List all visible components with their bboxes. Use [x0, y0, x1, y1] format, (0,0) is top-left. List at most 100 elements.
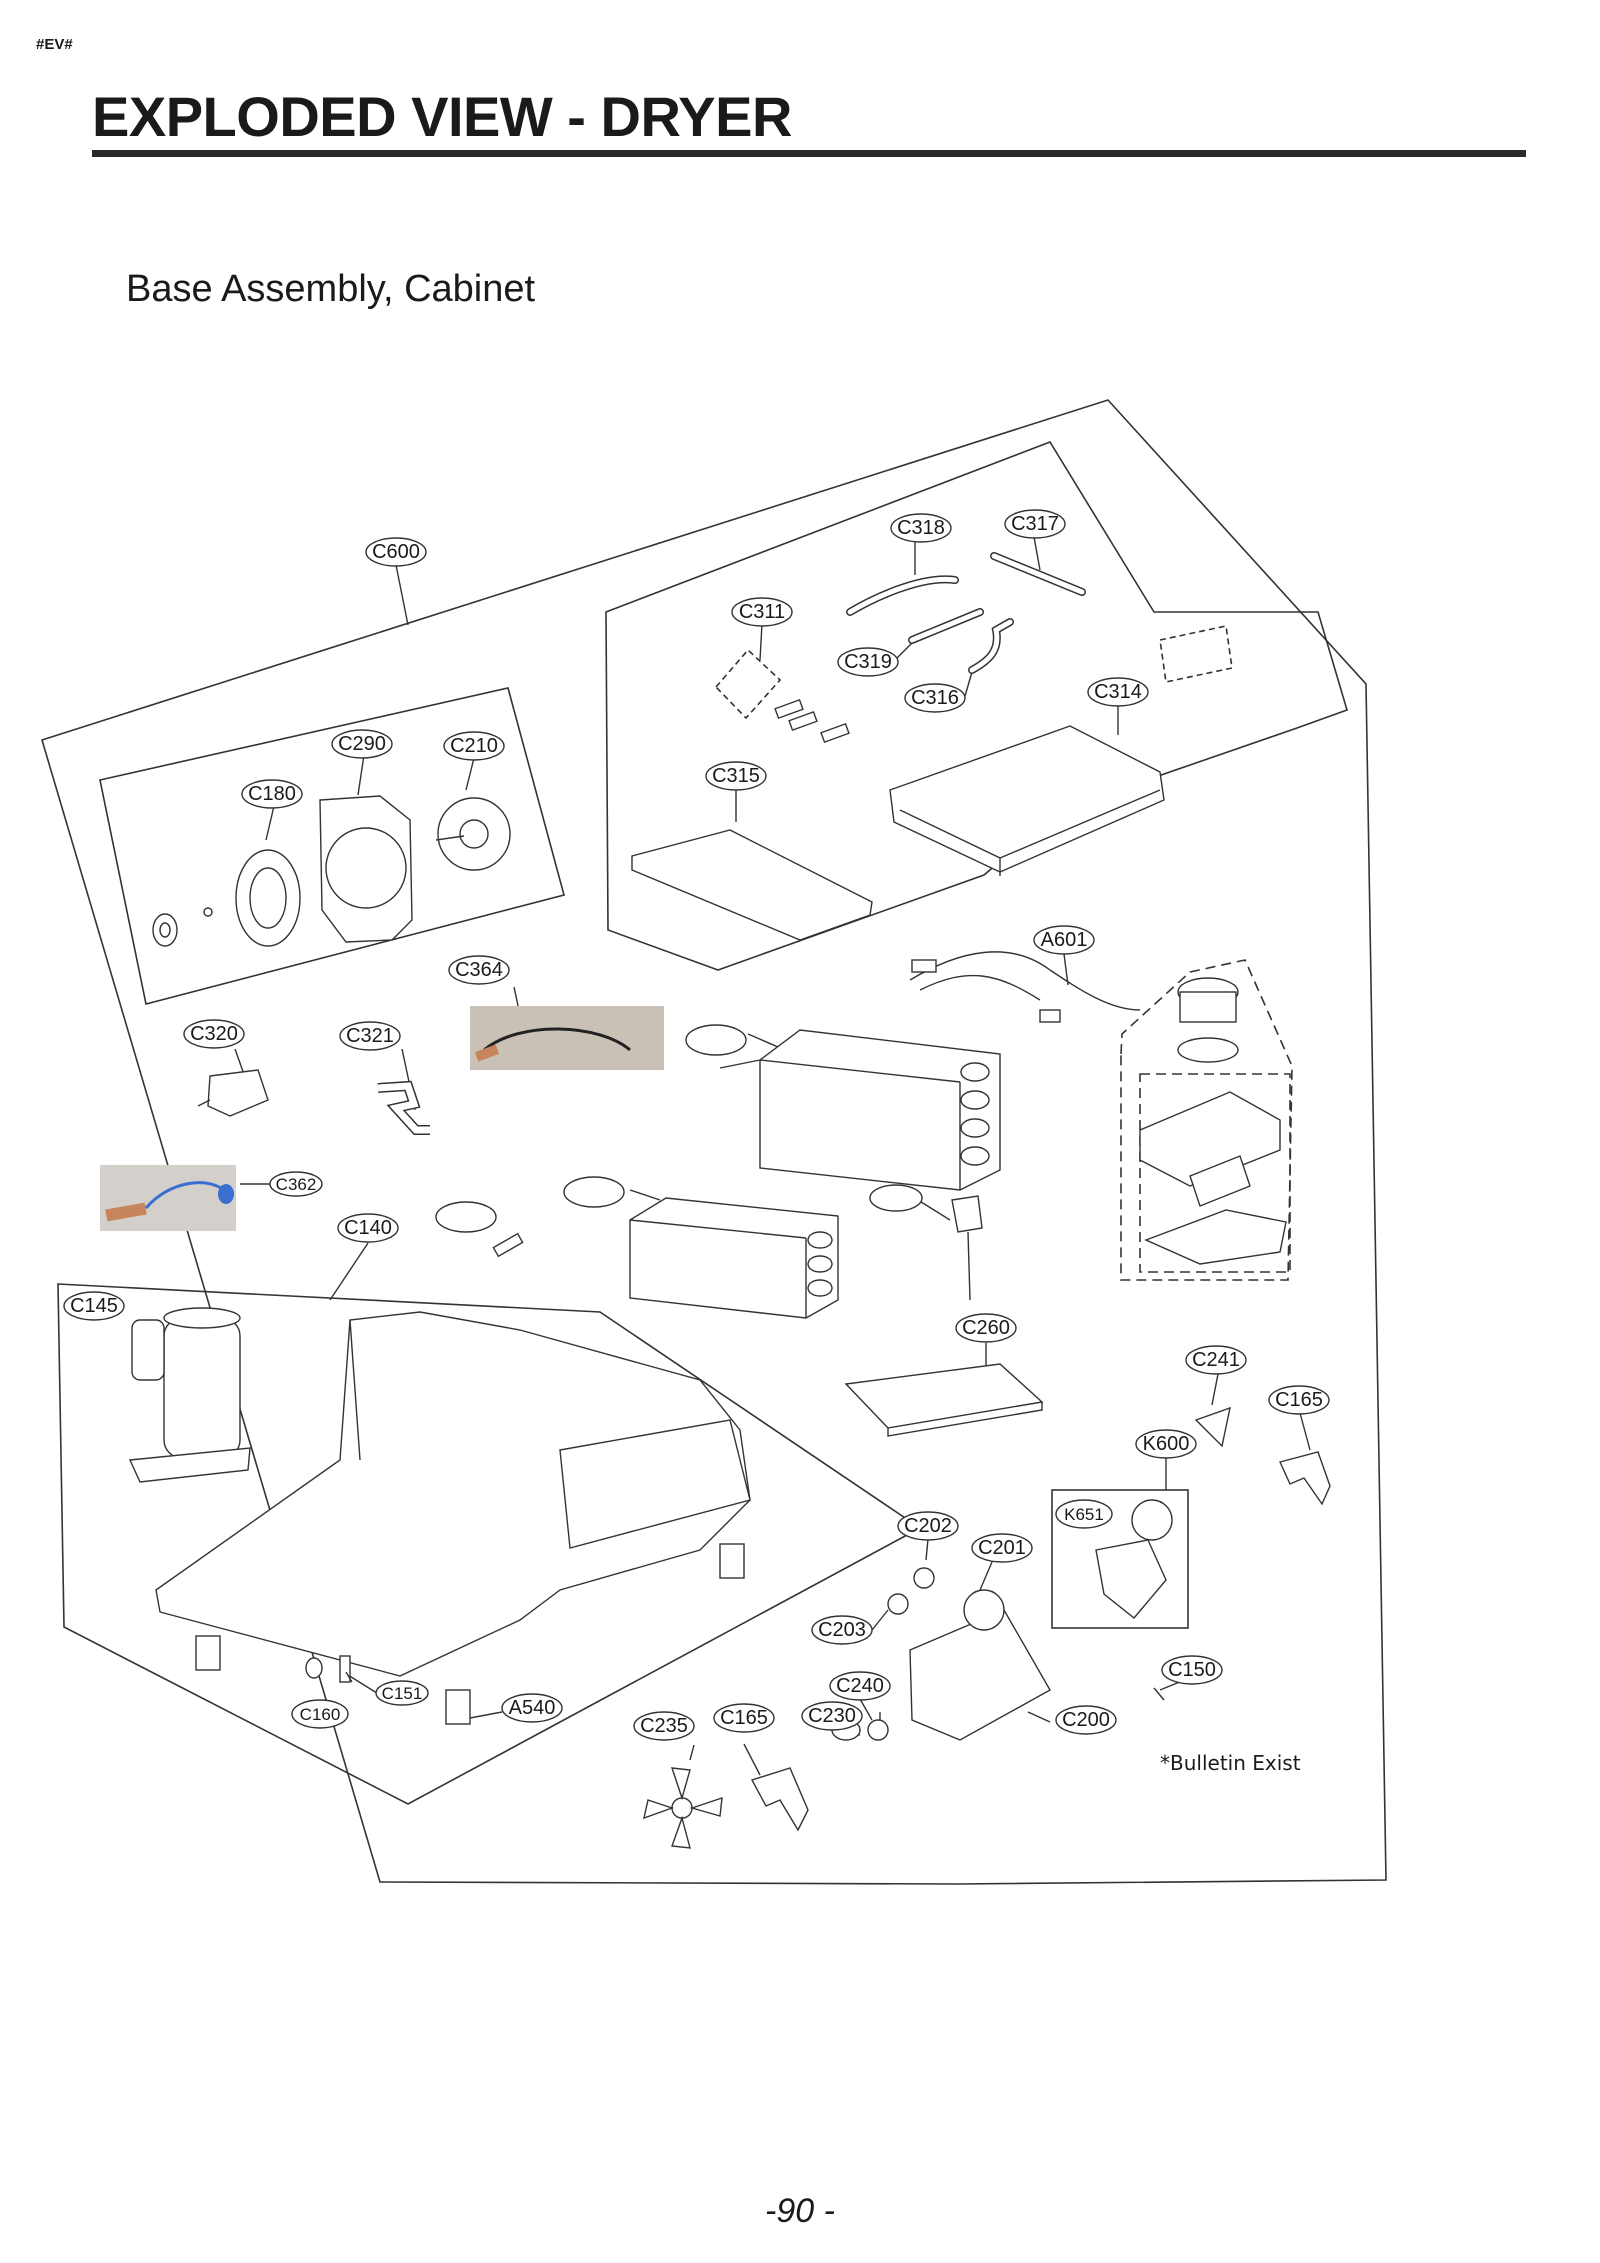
callout-oval	[904, 683, 966, 713]
callout-c314: C314	[1087, 677, 1149, 707]
top-group-boundary	[605, 441, 1348, 971]
callout-oval	[801, 1701, 863, 1731]
callout-c203: C203	[811, 1615, 873, 1645]
title-underline	[92, 150, 1526, 157]
callout-label: C241	[1192, 1349, 1240, 1371]
callout-label: C364	[455, 959, 503, 981]
callout-oval	[955, 1313, 1017, 1343]
bulletin-note: *Bulletin Exist	[1160, 1751, 1301, 1775]
callout-c319: C319	[837, 647, 899, 677]
callout-label: C160	[300, 1705, 341, 1724]
callout-label: C210	[450, 735, 498, 757]
callout-c230: C230	[801, 1701, 863, 1731]
callout-label: C362	[276, 1175, 317, 1194]
k600-box	[1051, 1489, 1189, 1629]
callout-label: C165	[1275, 1389, 1323, 1411]
callout-label: C290	[338, 733, 386, 755]
callout-c200: C200	[1055, 1705, 1117, 1735]
callout-c241: C241	[1185, 1345, 1247, 1375]
callout-label: C319	[844, 651, 892, 673]
callout-oval	[1161, 1655, 1223, 1685]
callout-label: K651	[1064, 1505, 1104, 1524]
callout-label: C318	[897, 517, 945, 539]
callout-oval	[365, 537, 427, 567]
blower-frame	[99, 687, 565, 1005]
callout-label: C201	[978, 1537, 1026, 1559]
callout-oval	[731, 597, 793, 627]
callout-label: C240	[836, 1675, 884, 1697]
callout-oval	[375, 1680, 429, 1706]
callout-label: C150	[1168, 1659, 1216, 1681]
callout-label: C320	[190, 1023, 238, 1045]
callout-c240: C240	[829, 1671, 891, 1701]
callout-oval	[1087, 677, 1149, 707]
base-frame	[57, 1283, 922, 1805]
callout-c145: C145	[63, 1291, 125, 1321]
callout-oval	[443, 731, 505, 761]
callout-c364: C364	[448, 955, 510, 985]
callout-c311: C311	[731, 597, 793, 627]
callout-label: C316	[911, 687, 959, 709]
callout-oval	[837, 647, 899, 677]
callout-c260: C260	[955, 1313, 1017, 1343]
callout-oval	[1185, 1345, 1247, 1375]
callout-c160: C160	[291, 1699, 349, 1729]
callout-oval	[811, 1615, 873, 1645]
callout-label: C200	[1062, 1709, 1110, 1731]
callout-label: C314	[1094, 681, 1142, 703]
callout-c317: C317	[1004, 509, 1066, 539]
c364-photo	[470, 1006, 664, 1070]
callout-c600: C600	[365, 537, 427, 567]
callout-oval	[241, 779, 303, 809]
cabinet-boundary	[41, 399, 1387, 1885]
callout-c165b: C165	[713, 1703, 775, 1733]
callout-label: A540	[509, 1697, 556, 1719]
callout-label: C140	[344, 1217, 392, 1239]
callout-c140: C140	[337, 1213, 399, 1243]
callout-a540: A540	[501, 1693, 563, 1723]
callout-label: C145	[70, 1295, 118, 1317]
callout-c150: C150	[1161, 1655, 1223, 1685]
callout-c315: C315	[705, 761, 767, 791]
callout-oval	[890, 513, 952, 543]
callout-oval	[1033, 925, 1095, 955]
callout-label: C203	[818, 1619, 866, 1641]
callout-c151: C151	[375, 1680, 429, 1706]
callout-oval	[269, 1171, 323, 1197]
callout-oval	[829, 1671, 891, 1701]
callout-label: C180	[248, 783, 296, 805]
callout-a601: A601	[1033, 925, 1095, 955]
callout-c316: C316	[904, 683, 966, 713]
callout-oval	[705, 761, 767, 791]
callout-oval	[448, 955, 510, 985]
document-tag: #EV#	[36, 36, 73, 53]
callout-oval	[337, 1213, 399, 1243]
callout-oval	[1268, 1385, 1330, 1415]
callout-c210: C210	[443, 731, 505, 761]
callout-oval	[897, 1511, 959, 1541]
callout-oval	[1135, 1429, 1197, 1459]
callout-k600: K600	[1135, 1429, 1197, 1459]
section-subtitle: Base Assembly, Cabinet	[126, 268, 536, 310]
callout-oval	[971, 1533, 1033, 1563]
callout-oval	[713, 1703, 775, 1733]
callout-label: C317	[1011, 513, 1059, 535]
callout-label: C202	[904, 1515, 952, 1537]
callout-label: C151	[382, 1684, 423, 1703]
page-title: EXPLODED VIEW - DRYER	[92, 85, 792, 148]
callout-c235: C235	[633, 1711, 695, 1741]
callout-label: C315	[712, 765, 760, 787]
callout-oval	[331, 729, 393, 759]
callout-oval	[339, 1021, 401, 1051]
callout-c201: C201	[971, 1533, 1033, 1563]
callout-oval	[183, 1019, 245, 1049]
callout-k651: K651	[1055, 1499, 1113, 1529]
callout-oval	[291, 1699, 349, 1729]
callout-label: C321	[346, 1025, 394, 1047]
callout-oval	[501, 1693, 563, 1723]
callout-label: C165	[720, 1707, 768, 1729]
callout-c202: C202	[897, 1511, 959, 1541]
callout-label: K600	[1143, 1433, 1190, 1455]
callout-c318: C318	[890, 513, 952, 543]
